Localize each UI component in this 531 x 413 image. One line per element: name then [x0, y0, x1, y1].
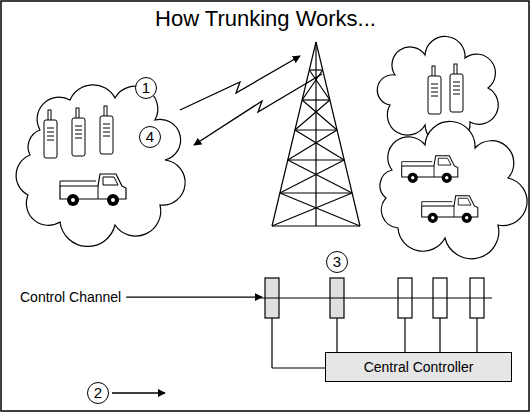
- callout-number: 2: [94, 384, 102, 401]
- pointer-arrow: [112, 392, 165, 393]
- uplink-arrow: [180, 56, 300, 110]
- mobile-truck: [422, 196, 478, 223]
- callout-number: 4: [146, 128, 154, 145]
- callout-number: 2: [87, 382, 109, 404]
- mobile-truck: [402, 156, 458, 183]
- portable-radio: [44, 110, 57, 158]
- radio-tower: [272, 42, 360, 226]
- portable-radio: [100, 106, 113, 154]
- portable-radio: [428, 66, 441, 114]
- pointer-arrow: [126, 296, 262, 297]
- mobile-truck: [60, 174, 126, 206]
- callout-number: 1: [142, 79, 150, 96]
- node-label: Central Controller: [364, 359, 474, 375]
- controller-box: Central Controller: [325, 352, 512, 382]
- diagram-title: How Trunking Works...: [155, 6, 376, 31]
- callout-number: 3: [326, 251, 348, 273]
- portable-radio: [72, 108, 85, 156]
- portable-radio: [450, 64, 463, 112]
- downlink-arrow: [194, 74, 322, 145]
- channel-label: Control Channel: [20, 289, 121, 305]
- callout-number: 4: [139, 126, 161, 148]
- user-cloud: [16, 85, 185, 247]
- user-cloud: [380, 121, 527, 258]
- callout-number: 3: [333, 253, 341, 270]
- callout-number: 1: [135, 77, 157, 99]
